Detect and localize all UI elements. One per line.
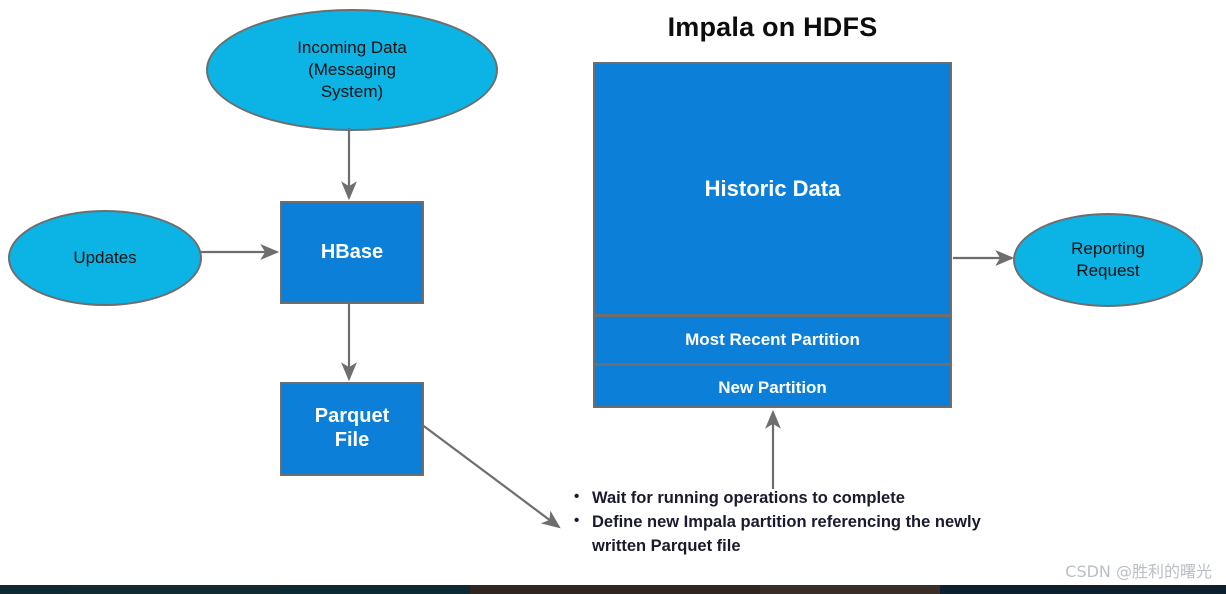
node-incoming-data: Incoming Data (Messaging System) bbox=[206, 9, 498, 131]
incoming-data-line-3: System) bbox=[320, 81, 384, 101]
hbase-label: HBase bbox=[320, 240, 384, 263]
node-reporting-request: Reporting Request bbox=[1013, 213, 1203, 307]
node-impala-hdfs-box: Historic Data Most Recent Partition New … bbox=[593, 62, 952, 408]
csdn-watermark: CSDN @胜利的曙光 bbox=[1065, 562, 1212, 581]
most-recent-partition-label: Most Recent Partition bbox=[685, 330, 860, 349]
segment-historic-data: Historic Data bbox=[595, 64, 950, 314]
segment-new-partition: New Partition bbox=[595, 363, 950, 410]
page-title: Impala on HDFS bbox=[667, 12, 878, 42]
annotation-bullet-list: Wait for running operations to complete … bbox=[566, 486, 986, 559]
node-updates: Updates bbox=[8, 210, 202, 306]
reporting-request-line-1: Reporting bbox=[1071, 239, 1145, 259]
node-hbase: HBase bbox=[280, 201, 424, 304]
updates-label: Updates bbox=[73, 248, 137, 268]
arrow-parquet-to-bullets bbox=[420, 423, 561, 529]
bottom-strip-segment bbox=[760, 585, 940, 594]
bullet-item-2: Define new Impala partition referencing … bbox=[566, 510, 986, 558]
bottom-strip-segment bbox=[0, 585, 70, 594]
new-partition-label: New Partition bbox=[718, 378, 827, 397]
incoming-data-line-2: (Messaging bbox=[308, 60, 396, 80]
historic-data-label: Historic Data bbox=[704, 176, 841, 201]
incoming-data-line-1: Incoming Data bbox=[297, 38, 407, 58]
reporting-request-line-2: Request bbox=[1076, 261, 1140, 280]
parquet-label-line-2: File bbox=[334, 429, 370, 451]
bottom-strip-segment bbox=[470, 585, 760, 594]
bottom-strip-segment bbox=[280, 585, 470, 594]
bottom-strip-segment bbox=[70, 585, 280, 594]
bottom-strip bbox=[0, 585, 1226, 594]
node-parquet-file: Parquet File bbox=[280, 382, 424, 476]
segment-most-recent-partition: Most Recent Partition bbox=[595, 314, 950, 363]
bullet-item-1: Wait for running operations to complete bbox=[566, 486, 986, 510]
bottom-strip-segment bbox=[940, 585, 1226, 594]
parquet-label-line-1: Parquet bbox=[314, 405, 390, 428]
